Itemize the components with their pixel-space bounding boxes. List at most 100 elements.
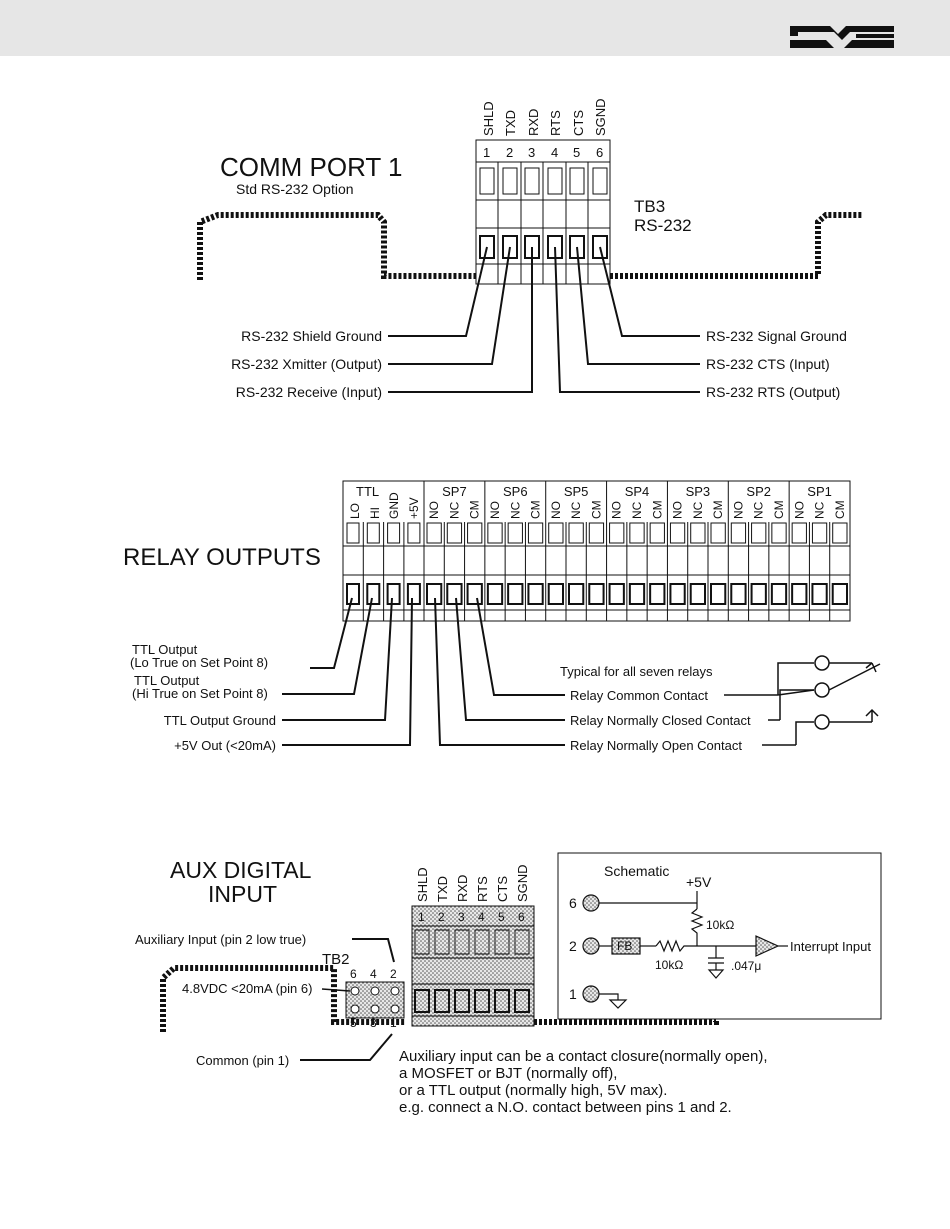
aux-pin-number: 6 [518, 910, 525, 924]
relay-pin-label: NC [508, 501, 522, 519]
ttl-left-label: (Lo True on Set Point 8) [130, 655, 268, 670]
relay-group-label: SP2 [746, 484, 771, 499]
aux-pin-name: SGND [515, 864, 530, 902]
schematic-node: 1 [569, 986, 577, 1002]
relay-screw-bottom [366, 583, 381, 605]
aux-pin-name: RXD [455, 875, 470, 902]
common-label: Common (pin 1) [196, 1053, 289, 1068]
comm-port-subtitle: Std RS-232 Option [236, 181, 354, 197]
tb2-top-pin: 2 [390, 967, 397, 981]
ttl-wires [282, 597, 565, 746]
tb3-pin-name: SGND [593, 98, 608, 136]
tb2-bottom-pin: 5 [350, 1016, 357, 1030]
relay-pin-label: NO [731, 501, 745, 519]
ttl-pin-label: LO [348, 503, 362, 519]
relay-title: RELAY OUTPUTS [123, 544, 321, 571]
vdc-label: 4.8VDC <20mA (pin 6) [182, 981, 312, 996]
relay-screw-bottom [689, 583, 707, 605]
relay-screw-bottom [486, 583, 504, 605]
relay-screw-bottom [669, 583, 686, 605]
tb2-top-pin: 6 [350, 967, 357, 981]
schematic-r1: 10kΩ [706, 918, 734, 932]
relay-screw-top [771, 522, 787, 544]
relay-screw-bottom [547, 583, 565, 605]
aux-title-line2: INPUT [208, 881, 277, 907]
ttl-left-label: (Hi True on Set Point 8) [132, 686, 268, 701]
page-header [0, 0, 950, 56]
relay-pin-label: NO [671, 501, 685, 519]
relay-screw-bottom [346, 583, 360, 605]
tb3-pin-name: SHLD [481, 101, 496, 136]
msi-logo-icon [790, 26, 894, 48]
aux-title-line1: AUX DIGITAL [170, 857, 312, 883]
aux-section: AUX DIGITAL INPUT Auxiliary Input (pin 2… [135, 852, 882, 1116]
relay-contact-schematic [724, 655, 881, 746]
tb3-pin-number: 4 [551, 145, 558, 160]
relay-screw-top [690, 522, 706, 544]
relay-screw-bottom [831, 583, 849, 605]
ttl-pin-label: +5V [407, 497, 421, 519]
relay-screw-top [710, 522, 726, 544]
schematic-node: 6 [569, 895, 577, 911]
aux-input-leader [352, 938, 395, 963]
typical-note: Typical for all seven relays [560, 664, 713, 679]
relay-pin-label: CM [529, 500, 543, 519]
relay-right-label: Relay Normally Open Contact [570, 738, 742, 753]
aux-input-label: Auxiliary Input (pin 2 low true) [135, 932, 306, 947]
relay-screw-top [387, 522, 401, 544]
ttl-left-label: TTL Output [134, 673, 200, 688]
relay-pin-label: NC [752, 501, 766, 519]
relay-pin-label: NO [427, 501, 441, 519]
relay-screw-top [507, 522, 523, 544]
relay-screw-top [467, 522, 483, 544]
schematic-supply: +5V [686, 874, 712, 890]
aux-description-line: Auxiliary input can be a contact closure… [399, 1048, 768, 1065]
relay-pin-label: NC [691, 501, 705, 519]
relay-screw-bottom [386, 583, 401, 605]
comm-left-label: RS-232 Xmitter (Output) [231, 356, 382, 372]
relay-group-label: SP1 [807, 484, 832, 499]
relay-screw-top [568, 522, 584, 544]
relay-screw-top [629, 522, 645, 544]
comm-port-section: COMM PORT 1 Std RS-232 Option TB3 RS-232 [197, 98, 862, 400]
tb2-bottom-pin: 3 [370, 1016, 377, 1030]
relay-pin-label: NC [569, 501, 583, 519]
comm-right-label: RS-232 RTS (Output) [706, 384, 840, 400]
aux-description-line: a MOSFET or BJT (normally off), [399, 1065, 617, 1082]
relay-screw-top [832, 522, 848, 544]
relay-screw-top [649, 522, 665, 544]
tb3-pin-number: 1 [483, 145, 490, 160]
ttl-pin-label: HI [368, 507, 382, 519]
aux-pin-name: SHLD [415, 867, 430, 902]
schematic-fb: FB [617, 939, 632, 953]
tb2-top-pin: 4 [370, 967, 377, 981]
tb3-pin-number: 2 [506, 145, 513, 160]
relay-screw-bottom [588, 583, 605, 605]
tb3-pin-number: 6 [596, 145, 603, 160]
relay-pin-label: CM [589, 500, 603, 519]
ttl-group-label: TTL [356, 484, 379, 499]
tb3-pin-name: RTS [548, 110, 563, 136]
relay-terminal-cells [342, 481, 849, 621]
comm-port-title: COMM PORT 1 [220, 152, 403, 182]
relay-group-label: SP3 [686, 484, 711, 499]
aux-pcb-edge-left [160, 965, 406, 1032]
tb3-pin-name: TXD [503, 110, 518, 136]
relay-pin-label: NO [610, 501, 624, 519]
relay-group-label: SP7 [442, 484, 467, 499]
tb2-label: TB2 [322, 951, 350, 968]
aux-pin-number: 2 [438, 910, 445, 924]
relay-group-label: SP4 [625, 484, 650, 499]
tb3-wires [388, 246, 700, 393]
ttl-left-label: +5V Out (<20mA) [174, 738, 276, 753]
relay-screw-top [446, 522, 463, 544]
relay-screw-bottom [466, 583, 483, 605]
schematic-node: 2 [569, 938, 577, 954]
relay-screw-bottom [568, 583, 585, 605]
relay-screw-bottom [608, 583, 625, 605]
aux-description-line: or a TTL output (normally high, 5V max). [399, 1082, 667, 1099]
tb3-pin-name: CTS [571, 110, 586, 136]
vdc-label-bg [180, 980, 320, 998]
